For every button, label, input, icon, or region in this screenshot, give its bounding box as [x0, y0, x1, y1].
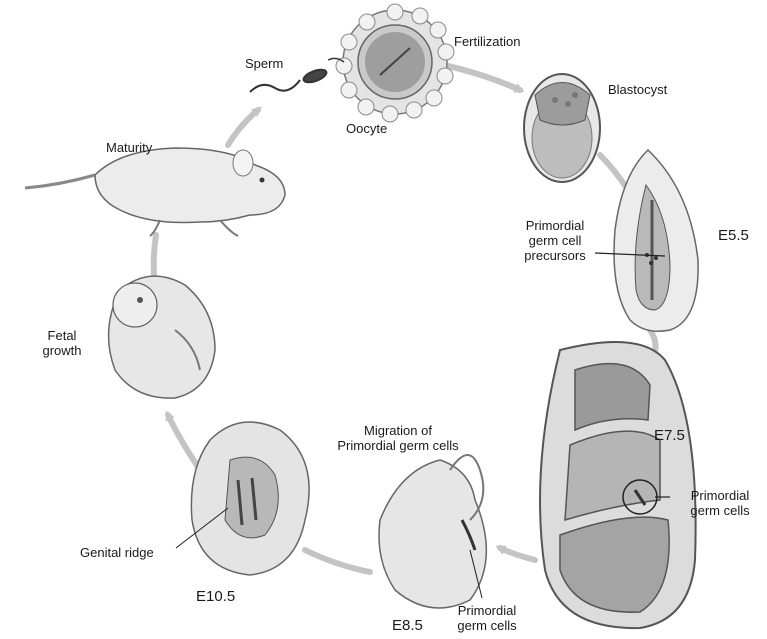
e55-embryo-illustration [614, 150, 698, 331]
arrow-e75-to-e85 [500, 548, 535, 560]
label-pgc-bottom: Primordial germ cells [447, 603, 527, 633]
label-sperm: Sperm [245, 56, 283, 71]
label-oocyte: Oocyte [346, 121, 387, 136]
arrow-blastocyst-to-e55 [600, 155, 628, 190]
arrow-e85-to-e105 [305, 550, 370, 572]
label-pgc-right: Primordial germ cells [676, 488, 764, 518]
fetus-illustration [109, 276, 215, 398]
e75-embryo-illustration [540, 342, 696, 628]
label-maturity: Maturity [106, 140, 152, 155]
label-pgc-precursors: Primordial germ cell precursors [510, 218, 600, 263]
label-e7-5: E7.5 [654, 428, 685, 443]
label-fertilization: Fertilization [454, 34, 520, 49]
e85-embryo-illustration [379, 455, 486, 608]
label-genital-ridge: Genital ridge [80, 545, 154, 560]
arrow-e105-to-fetal [168, 415, 200, 470]
label-fetal-growth: Fetal growth [30, 328, 94, 358]
oocyte-illustration [336, 4, 454, 122]
e105-embryo-illustration [176, 422, 309, 575]
label-blastocyst: Blastocyst [608, 82, 667, 97]
blastocyst-illustration [524, 74, 600, 182]
label-e8-5: E8.5 [392, 618, 423, 633]
label-migration: Migration of Primordial germ cells [318, 423, 478, 453]
label-e10-5: E10.5 [196, 589, 235, 604]
label-e5-5: E5.5 [718, 228, 749, 243]
arrow-maturity-to-sperm [228, 110, 258, 145]
mouse-illustration [25, 148, 285, 236]
